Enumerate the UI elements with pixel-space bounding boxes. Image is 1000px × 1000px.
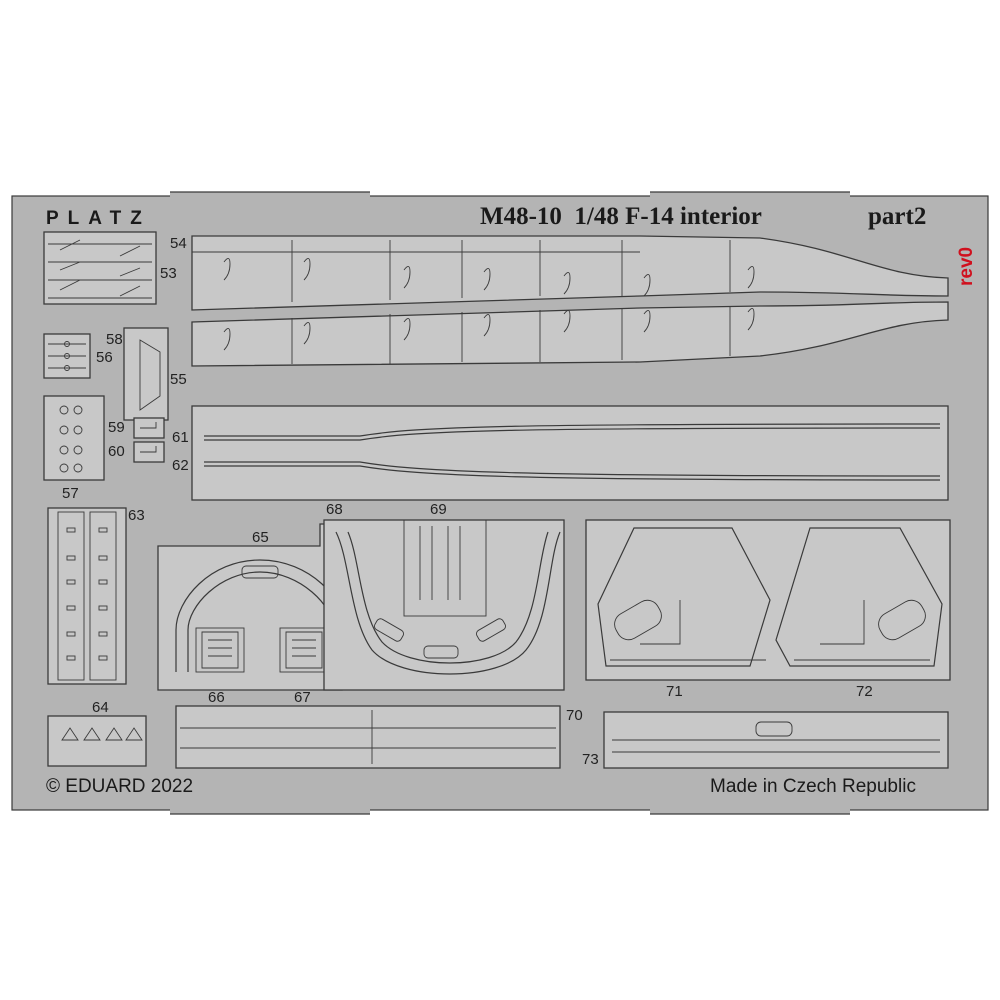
fret-border-tabs [170, 191, 850, 815]
part-number-60: 60 [108, 443, 125, 460]
part-53-straps [43, 231, 157, 305]
part-number-70: 70 [566, 707, 583, 724]
part-56-strips [43, 333, 91, 379]
part-73-strip [603, 711, 949, 769]
revision-label: rev0 [956, 247, 977, 286]
part-number-62: 62 [172, 457, 189, 474]
part-65-frame-carrier [157, 523, 347, 691]
part-64-triangles [47, 715, 147, 767]
part-68-69-carrier [323, 519, 565, 691]
part-59-clip [133, 417, 165, 439]
part-label: part2 [868, 203, 926, 230]
part-54-panel [191, 235, 949, 311]
part-number-64: 64 [92, 699, 109, 716]
part-number-55: 55 [170, 371, 187, 388]
part-70-strips [175, 705, 561, 769]
part-58-bracket [123, 327, 169, 421]
part-71-72-carrier [585, 519, 951, 681]
part-61-62-rail-carrier [191, 405, 949, 501]
brand-label: PLATZ [46, 208, 151, 229]
origin-label: Made in Czech Republic [710, 776, 916, 797]
part-number-57: 57 [62, 485, 79, 502]
part-number-67: 67 [294, 689, 311, 706]
copyright-label: © EDUARD 2022 [46, 776, 193, 797]
part-number-63: 63 [128, 507, 145, 524]
part-number-65: 65 [252, 529, 269, 546]
part-number-58: 58 [106, 331, 123, 348]
part-number-59: 59 [108, 419, 125, 436]
part-number-73: 73 [582, 751, 599, 768]
part-66-buckle [195, 627, 245, 673]
part-number-54: 54 [170, 235, 187, 252]
part-57-rings [43, 395, 105, 481]
part-number-56: 56 [96, 349, 113, 366]
part-60-clip [133, 441, 165, 463]
part-number-71: 71 [666, 683, 683, 700]
part-number-68: 68 [326, 501, 343, 518]
part-number-69: 69 [430, 501, 447, 518]
part-number-53: 53 [160, 265, 177, 282]
part-55-panel [191, 301, 949, 367]
part-number-66: 66 [208, 689, 225, 706]
fret-title: M48-10 1/48 F-14 interior [480, 203, 762, 230]
part-number-61: 61 [172, 429, 189, 446]
part-63-strips [47, 507, 127, 685]
part-number-72: 72 [856, 683, 873, 700]
